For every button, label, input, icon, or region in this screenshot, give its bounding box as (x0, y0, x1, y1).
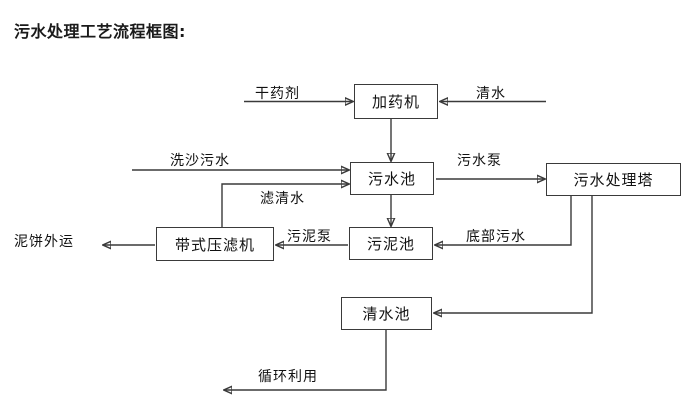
edge-tower-to-clear-water-pool (434, 196, 593, 313)
node-wastewater-pool[interactable]: 污水池 (350, 162, 434, 195)
edge-label-clean-water: 清水 (476, 86, 506, 102)
node-clear-water-pool[interactable]: 清水池 (341, 297, 432, 330)
node-sludge-pool[interactable]: 污泥池 (349, 227, 433, 260)
edge-label-recycle-reuse: 循环利用 (258, 369, 318, 385)
edge-label-sewage-pump: 污水泵 (457, 153, 502, 169)
edge-bottom-sewage-to-sludge-pool (435, 196, 572, 245)
node-label: 污泥池 (366, 235, 415, 253)
node-label: 污水处理塔 (573, 171, 654, 189)
node-dosing-machine[interactable]: 加药机 (354, 84, 438, 119)
edge-label-sand-wash-sewage: 洗沙污水 (170, 153, 230, 169)
page-title: 污水处理工艺流程框图: (14, 22, 186, 41)
node-belt-filter-press[interactable]: 带式压滤机 (156, 227, 274, 261)
edge-clear-water-pool-to-recycle (224, 330, 387, 390)
node-label: 带式压滤机 (174, 235, 255, 254)
node-label: 清水池 (362, 305, 411, 323)
edge-label-dry-reagent: 干药剂 (255, 86, 300, 102)
terminal-label-mud-cake-out: 泥饼外运 (14, 234, 74, 250)
edge-label-sludge-pump: 污泥泵 (287, 229, 332, 245)
node-label: 污水池 (367, 170, 416, 188)
node-treatment-tower[interactable]: 污水处理塔 (546, 163, 681, 196)
edge-filtered-water-to-wastewater-pool (221, 184, 349, 227)
node-label: 加药机 (371, 93, 420, 111)
edge-label-filtered-clear-water: 滤清水 (260, 191, 305, 207)
edge-label-bottom-sewage: 底部污水 (466, 229, 526, 245)
